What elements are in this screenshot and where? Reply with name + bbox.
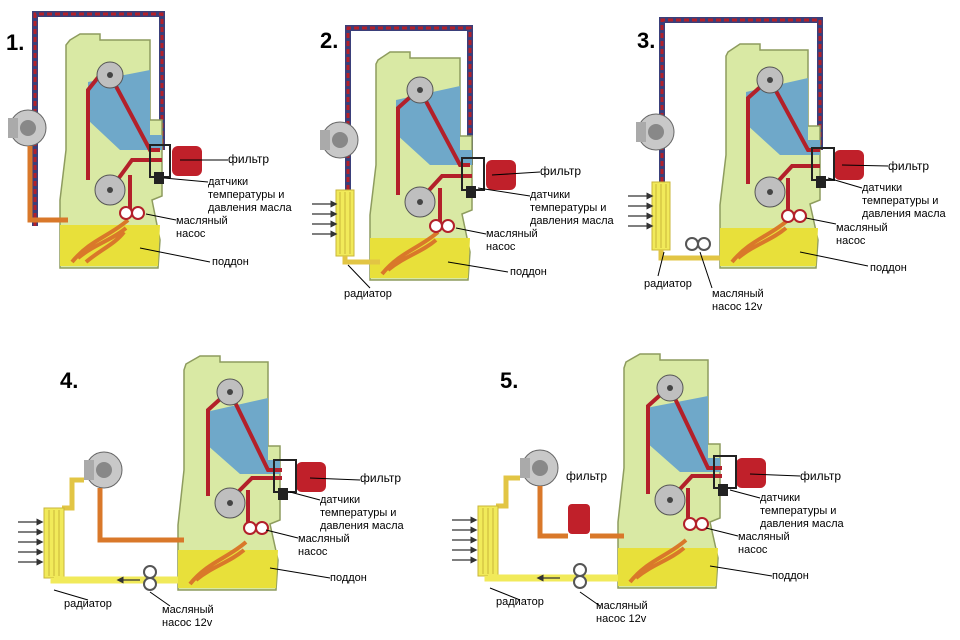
- panel-1-sensors-label-2: температуры и: [208, 189, 285, 201]
- panel-5-turbocharger: [520, 449, 559, 487]
- panel-2-sump-label: поддон: [510, 266, 547, 278]
- panel-3: [628, 17, 889, 289]
- panel-3-oil-pump: [781, 209, 795, 223]
- panel-5-pump-label-2: насос: [738, 544, 768, 556]
- panel-1-filter: [172, 146, 202, 176]
- panel-1-oil-pump: [119, 206, 133, 220]
- panel-1-sensors-label-1: датчики: [208, 176, 249, 188]
- panel-4-sump-label: поддон: [330, 572, 367, 584]
- panel-4-sensors-label-2: температуры и: [320, 507, 397, 519]
- panel-4-filter-label: фильтр: [360, 471, 402, 485]
- panel-4-sensors-label-3: давления масла: [320, 520, 404, 532]
- panel-1-pump-label-2: насос: [176, 228, 206, 240]
- panel-4-sensors: [278, 488, 288, 500]
- panel-4-sensors-label-1: датчики: [320, 494, 361, 506]
- panel-1-sensors-label-3: давления масла: [208, 202, 292, 214]
- panel-1: [8, 11, 228, 269]
- panel-2-sensors-label-2: температуры и: [530, 202, 607, 214]
- panel-4-pump-label-2: насос: [298, 546, 328, 558]
- panel-3-pump-label-2: насос: [836, 235, 866, 247]
- panel-5-radiator: [477, 505, 499, 577]
- panel-3-sensors: [816, 176, 826, 188]
- panel-4-pump12-label-1: масляный: [162, 604, 214, 616]
- panel-5-sump-oil: [618, 548, 718, 586]
- panel-4-radiator: [43, 507, 65, 579]
- panel-2-radiator-label: радиатор: [344, 288, 392, 300]
- panel-5-sensors-label-2: температуры и: [760, 505, 837, 517]
- panel-2-number: 2.: [320, 28, 339, 53]
- panel-2-filter-label: фильтр: [540, 164, 582, 178]
- panel-4-airflow-arrows: [18, 518, 44, 566]
- panel-2-sump-oil: [370, 238, 470, 278]
- panel-3-filter-label: фильтр: [888, 159, 930, 173]
- panel-2-filter: [486, 160, 516, 190]
- panel-1-turbo-drain: [27, 146, 68, 223]
- panel-2: [312, 25, 541, 289]
- panel-5-filter-label: фильтр: [800, 469, 842, 483]
- panel-4-number: 4.: [60, 368, 79, 393]
- panel-3-radiator-label: радиатор: [644, 278, 692, 290]
- panel-5: [452, 353, 801, 607]
- panel-5-sensors: [718, 484, 728, 496]
- panel-5-filter: [736, 458, 766, 488]
- panel-4-pump12-label-2: насос 12v: [162, 617, 213, 629]
- panel-3-turbocharger: [636, 113, 675, 151]
- panel-2-radiator: [335, 189, 355, 257]
- panel-1-coolant: [88, 70, 162, 150]
- panel-5-pump12-label-1: масляный: [596, 600, 648, 612]
- panel-3-radiator: [651, 181, 671, 251]
- panel-1-filter-label: фильтр: [228, 152, 270, 166]
- panel-2-pump-label-2: насос: [486, 241, 516, 253]
- panel-5-sensors-label-1: датчики: [760, 492, 801, 504]
- panel-3-sensors-label-1: датчики: [862, 182, 903, 194]
- panel-2-pump-label-1: масляный: [486, 228, 538, 240]
- panel-4-turbocharger: [84, 451, 123, 489]
- panel-1-sensors: [154, 172, 164, 184]
- panel-4: [18, 355, 361, 607]
- panel-1-number: 1.: [6, 30, 25, 55]
- panel-3-pump12-label-2: насос 12v: [712, 301, 763, 313]
- panel-3-pump-label-1: масляный: [836, 222, 888, 234]
- panel-5-number: 5.: [500, 368, 519, 393]
- panel-5-airflow-arrows: [452, 516, 478, 564]
- panel-3-number: 3.: [637, 28, 656, 53]
- panel-5-pump12-label-2: насос 12v: [596, 613, 647, 625]
- panel-2-turbocharger: [320, 121, 359, 159]
- panel-5-oil-pump: [683, 517, 697, 531]
- panel-2-sensors-label-3: давления масла: [530, 215, 614, 227]
- panel-5-sump-label: поддон: [772, 570, 809, 582]
- panel-5-electric-pump: [573, 563, 587, 589]
- panel-2-oil-pump: [429, 219, 443, 233]
- panel-5-pump-label-1: масляный: [738, 531, 790, 543]
- panel-2-sensors: [466, 186, 476, 198]
- panel-5-radiator-label: радиатор: [496, 596, 544, 608]
- panel-3-sensors-label-2: температуры и: [862, 195, 939, 207]
- panel-3-sump-oil: [720, 228, 818, 266]
- panel-3-sump-label: поддон: [870, 262, 907, 274]
- panel-5-sensors-label-3: давления масла: [760, 518, 844, 530]
- panel-4-sump-oil: [178, 550, 278, 588]
- panel-4-cold-return: [50, 576, 178, 584]
- panel-2-sensors-label-1: датчики: [530, 189, 571, 201]
- panel-3-pump12-label-1: масляный: [712, 288, 764, 300]
- panel-2-coolant: [396, 86, 472, 165]
- panel-2-airflow-arrows: [312, 200, 338, 238]
- panel-1-turbocharger: [8, 109, 47, 147]
- panel-5-extra-filter-label: фильтр: [566, 469, 608, 483]
- panel-3-electric-pump: [685, 237, 711, 251]
- panel-1-pump-label-1: масляный: [176, 215, 228, 227]
- panel-1-sump-label: поддон: [212, 256, 249, 268]
- panel-4-filter: [296, 462, 326, 492]
- panel-4-radiator-label: радиатор: [64, 598, 112, 610]
- panel-3-sensors-label-3: давления масла: [862, 208, 946, 220]
- panel-4-electric-pump: [143, 565, 157, 591]
- panel-4-oil-pump: [243, 521, 257, 535]
- panel-4-pump-label-1: масляный: [298, 533, 350, 545]
- panel-5-extra-filter: [568, 504, 590, 534]
- panel-3-airflow-arrows: [628, 192, 654, 230]
